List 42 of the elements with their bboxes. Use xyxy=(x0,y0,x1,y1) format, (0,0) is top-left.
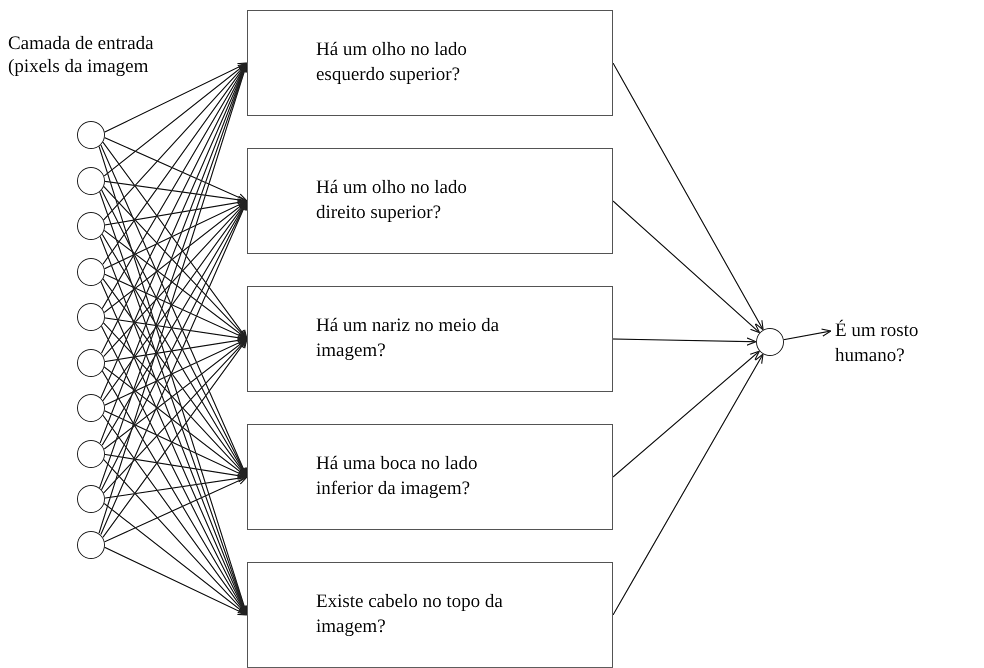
arrow xyxy=(612,200,760,334)
arrow xyxy=(612,350,760,478)
question-text: Há um nariz no meio da imagem? xyxy=(316,314,500,363)
question-box xyxy=(247,286,613,392)
question-text: Existe cabelo no topo da imagem? xyxy=(316,590,504,639)
arrow xyxy=(612,354,764,616)
neuron-circle xyxy=(77,348,105,376)
neuron-circle xyxy=(77,258,105,286)
question-box xyxy=(247,562,613,668)
neuron-circle xyxy=(77,212,105,240)
neuron-circle xyxy=(77,166,105,194)
output-text: É um rosto humano? xyxy=(835,318,975,368)
arrow xyxy=(103,338,248,494)
arrow xyxy=(103,186,248,340)
question-text: Há um olho no lado esquerdo superior? xyxy=(316,38,468,87)
arrow xyxy=(104,476,248,542)
arrow xyxy=(104,137,248,202)
neuron-circle xyxy=(77,121,105,149)
arrow xyxy=(104,230,248,340)
arrow xyxy=(104,503,248,616)
question-text: Há um olho no lado direito superior? xyxy=(316,176,468,225)
neuron-circle xyxy=(77,485,105,513)
arrow xyxy=(104,546,248,616)
question-box xyxy=(247,424,613,530)
arrow xyxy=(104,474,248,499)
arrow xyxy=(612,62,764,330)
question-box xyxy=(247,10,613,116)
neuron-circle xyxy=(77,440,105,468)
arrow xyxy=(104,180,248,204)
neuron-circle xyxy=(756,328,784,356)
question-text: Há uma boca no lado inferior da imagem? xyxy=(316,452,478,501)
arrow xyxy=(784,328,832,340)
arrow xyxy=(103,322,248,478)
arrow xyxy=(104,338,248,450)
neuron-circle xyxy=(77,530,105,558)
question-box xyxy=(247,148,613,254)
arrow xyxy=(104,62,248,133)
arrow xyxy=(612,337,757,346)
neuron-circle xyxy=(77,303,105,331)
arrow xyxy=(103,200,248,357)
neuron-circle xyxy=(77,394,105,422)
layer-label: Camada de entrada (pixels da imagem xyxy=(8,32,155,78)
